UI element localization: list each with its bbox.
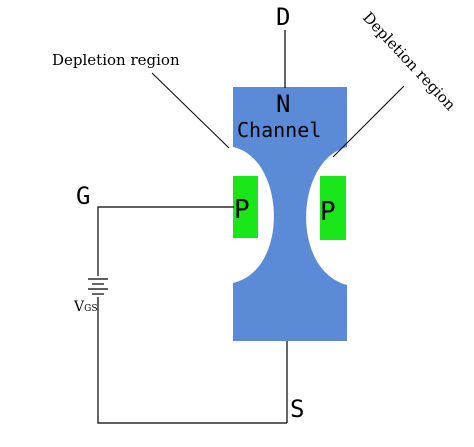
right-depletion-label: Depletion region (359, 8, 459, 114)
gate-label: G (76, 182, 90, 210)
right-p-label: P (320, 197, 336, 227)
right-depletion-pointer (332, 85, 405, 158)
vgs-label-sub: GS (84, 304, 97, 314)
gate-wire (97, 206, 234, 276)
channel-type-letter: N (276, 90, 290, 118)
drain-label: D (276, 3, 290, 31)
source-label: S (290, 395, 304, 423)
left-depletion-label: Depletion region (52, 51, 180, 69)
battery-symbol (88, 278, 108, 295)
channel-label: Channel (237, 118, 321, 142)
return-wire (97, 297, 287, 424)
vgs-label: VGS (73, 299, 97, 315)
left-p-region (233, 176, 258, 238)
left-p-label: P (234, 195, 250, 225)
vgs-label-main: V (73, 299, 85, 315)
right-p-region (320, 176, 346, 240)
left-depletion-pointer (151, 72, 230, 149)
